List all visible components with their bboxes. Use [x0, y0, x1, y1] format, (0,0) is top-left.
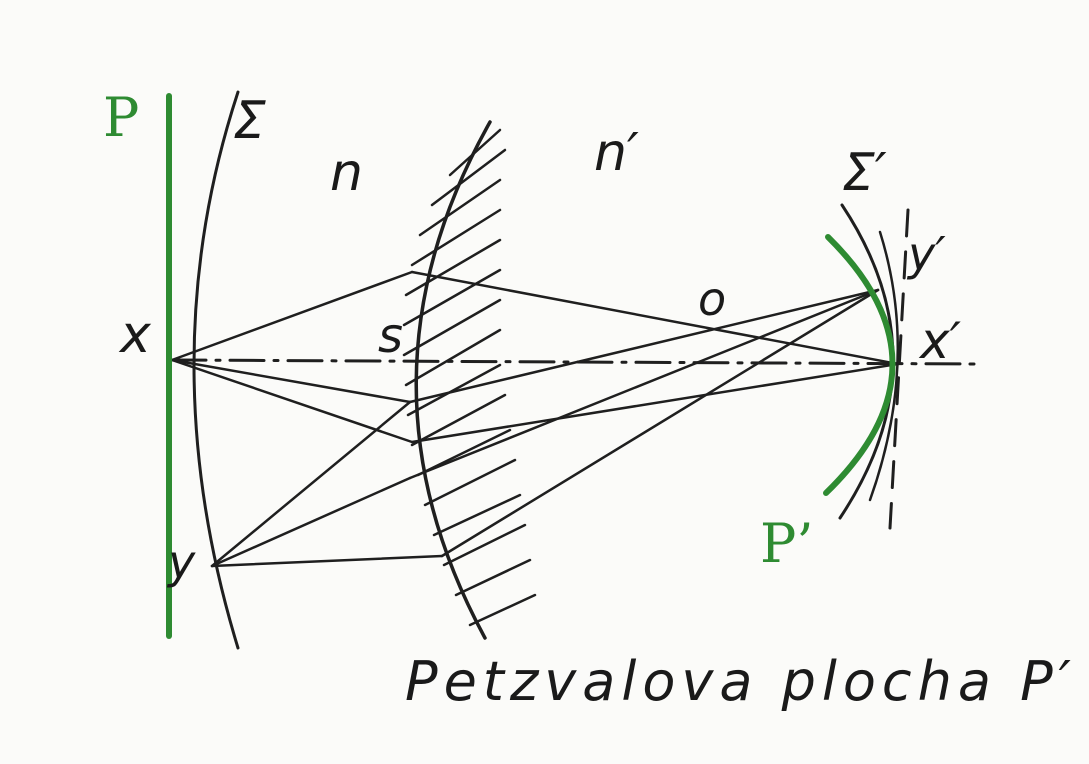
label-n: n — [330, 143, 363, 203]
sphere-sigma-prime-outer — [868, 230, 899, 502]
optical-axis — [170, 358, 977, 366]
caption: Petzvalova plocha P′ — [405, 650, 1077, 713]
image-plane — [888, 208, 910, 530]
petzval-surface — [823, 234, 896, 496]
label-plane-p: P — [103, 86, 139, 149]
label-sigma-prime: Σ′ — [842, 143, 887, 203]
label-petzval-p-prime: P’ — [760, 512, 814, 575]
label-x-prime: x′ — [918, 312, 962, 370]
label-x: x — [118, 305, 152, 365]
rays — [170, 270, 900, 568]
label-o: o — [698, 272, 726, 326]
label-s: s — [378, 308, 403, 364]
label-sigma: Σ — [233, 91, 266, 151]
label-y-prime: y′ — [906, 227, 946, 281]
label-y: y — [166, 535, 196, 589]
label-n-prime: n′ — [594, 123, 639, 183]
